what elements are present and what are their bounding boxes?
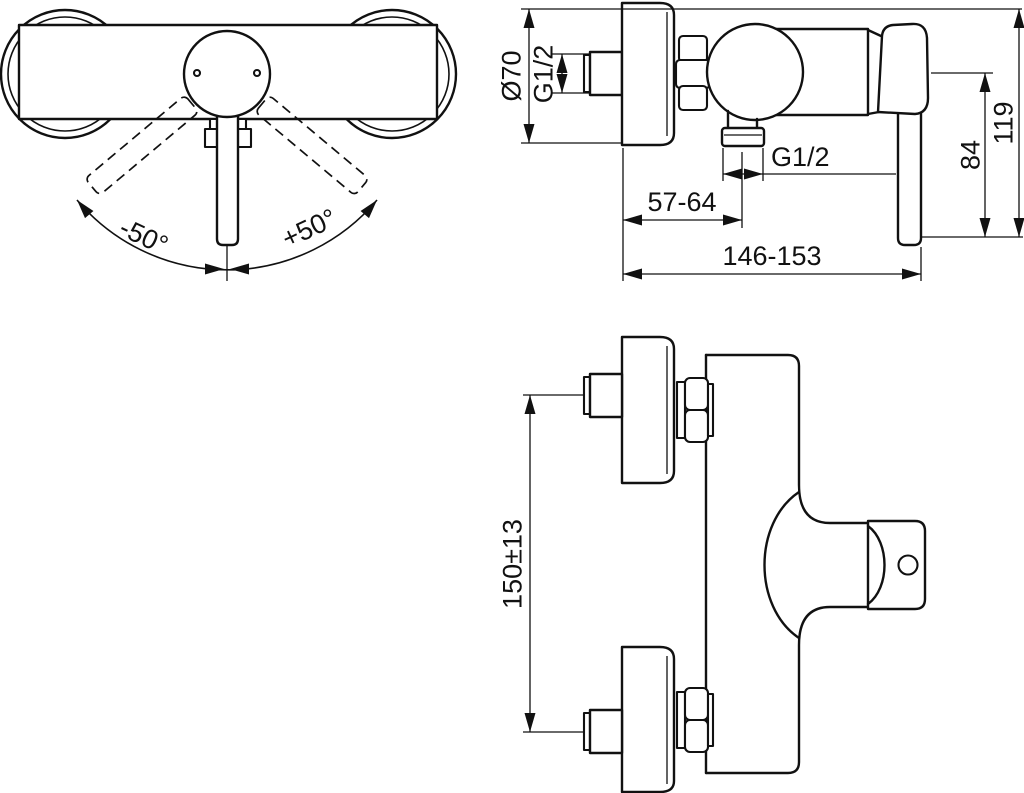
overall-depth-label: 146-153	[722, 241, 821, 271]
handle-ghost-right	[256, 96, 368, 195]
dim-overall-depth: 146-153	[623, 241, 922, 281]
valve-boss-circle	[705, 22, 805, 122]
union-nut-top-1	[675, 376, 715, 444]
dim-inlet-spacing: 150±13	[497, 394, 585, 733]
dim-inlet-thread: G1/2	[528, 45, 589, 104]
dim-wall-to-outlet: 57-64	[622, 148, 743, 281]
top-view: 150±13	[497, 335, 927, 793]
wall-rosette-top	[620, 335, 676, 485]
dim-outlet-thread: G1/2	[722, 142, 896, 181]
cover-screw-right	[252, 68, 262, 78]
dim-overall-height: 119	[920, 9, 1024, 238]
union-nut-top-2	[675, 686, 715, 754]
front-view: -50° +50°	[0, 8, 458, 281]
handle-cap-side	[876, 22, 930, 116]
outlet-thread-label: G1/2	[771, 142, 830, 172]
wall-rosette-side	[620, 1, 676, 147]
cartridge-cover	[182, 29, 272, 119]
inlet-nipple-side	[582, 50, 624, 97]
cover-screw-left	[192, 68, 202, 78]
overall-height-label: 119	[988, 101, 1018, 144]
angle-left-label: -50°	[115, 212, 173, 260]
handle-cap-top	[866, 519, 927, 611]
wall-to-outlet-label: 57-64	[647, 187, 716, 217]
union-nut-side	[674, 34, 712, 112]
handle-lever-side	[896, 108, 923, 247]
inlet-nipple-top	[582, 372, 624, 419]
inlet-spacing-label: 150±13	[497, 519, 527, 609]
lever-screw-hole	[897, 554, 919, 576]
inlet-nipple-bottom	[582, 708, 624, 755]
wall-rosette-bottom	[620, 645, 676, 793]
handle-ghost-left	[86, 96, 198, 195]
side-view: Ø70 G1/2 G1/2 57-64	[496, 1, 1024, 281]
dim-lever-drop: 84	[931, 72, 993, 237]
angle-right-label: +50°	[277, 203, 341, 254]
outlet-side	[720, 109, 766, 148]
lever-drop-label: 84	[955, 140, 985, 170]
rosette-diameter-label: Ø70	[496, 50, 526, 101]
inlet-thread-label: G1/2	[528, 45, 558, 104]
mixer-body-top	[704, 353, 871, 775]
dim-rosette-diameter: Ø70	[496, 8, 1022, 144]
handle-lever-front	[215, 110, 240, 247]
